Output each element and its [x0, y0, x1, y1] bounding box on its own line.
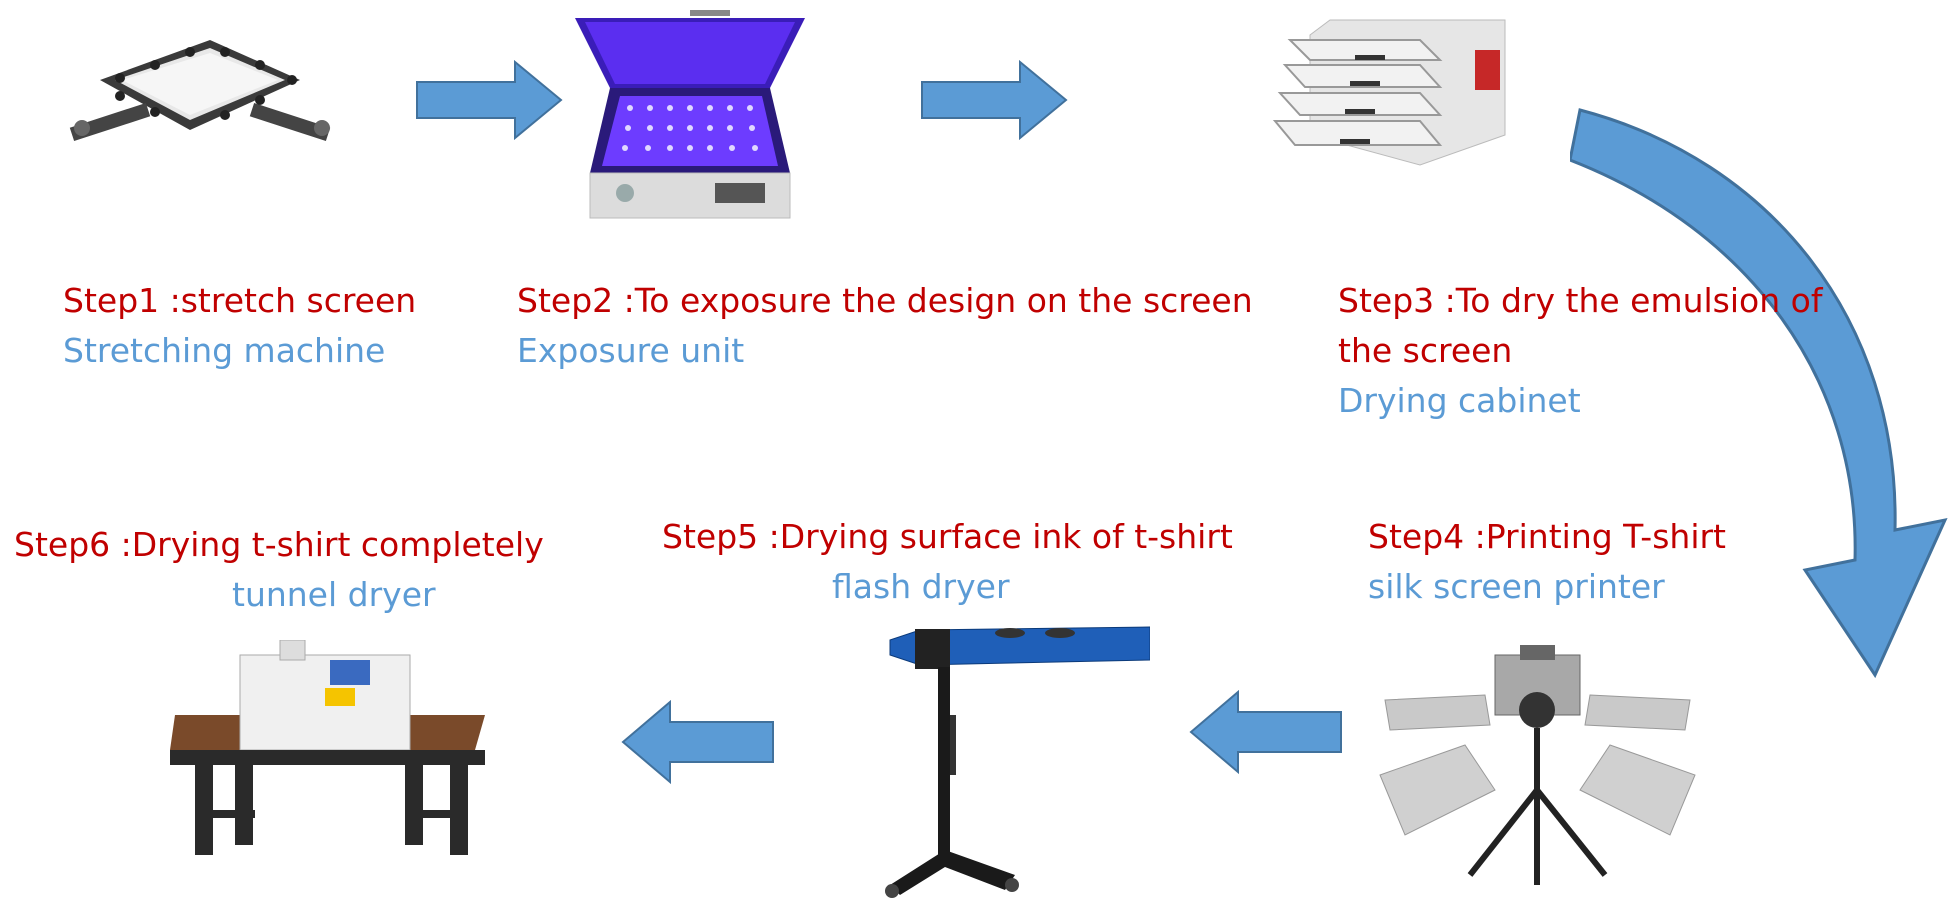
arrow-left-icon [620, 700, 775, 785]
arrow-left-icon [1188, 690, 1343, 775]
arrow-right-icon [415, 60, 565, 140]
step5-label: Step5 :Drying surface ink of t-shirt fla… [662, 512, 1233, 612]
drying-cabinet-image [1270, 15, 1520, 180]
step6-tool: tunnel dryer [232, 575, 436, 614]
flash-dryer-image [870, 605, 1150, 900]
step3-tool: Drying cabinet [1338, 381, 1581, 420]
exposure-unit-image [570, 8, 810, 228]
step2-title: Step2 :To exposure the design on the scr… [517, 281, 1253, 320]
step3-title-line2: the screen [1338, 331, 1513, 370]
step4-title: Step4 :Printing T-shirt [1368, 517, 1726, 556]
step6-label: Step6 :Drying t-shirt completely tunnel … [14, 520, 544, 620]
step4-tool: silk screen printer [1368, 567, 1665, 606]
step1-tool: Stretching machine [63, 331, 386, 370]
tunnel-dryer-image [165, 640, 495, 865]
step2-label: Step2 :To exposure the design on the scr… [517, 276, 1253, 376]
arrow-right-icon [920, 60, 1070, 140]
step5-title: Step5 :Drying surface ink of t-shirt [662, 517, 1233, 556]
step5-tool: flash dryer [832, 567, 1010, 606]
curved-arrow-icon [1570, 100, 1952, 700]
step2-tool: Exposure unit [517, 331, 745, 370]
silk-screen-printer-image [1375, 640, 1700, 900]
step4-label: Step4 :Printing T-shirt silk screen prin… [1368, 512, 1726, 612]
step1-title: Step1 :stretch screen [63, 281, 417, 320]
step1-label: Step1 :stretch screen Stretching machine [63, 276, 416, 376]
step3-title: Step3 :To dry the emulsion of [1338, 281, 1823, 320]
step6-title: Step6 :Drying t-shirt completely [14, 525, 544, 564]
step3-label: Step3 :To dry the emulsion of the screen… [1338, 276, 1822, 426]
stretching-machine-image [60, 20, 340, 170]
